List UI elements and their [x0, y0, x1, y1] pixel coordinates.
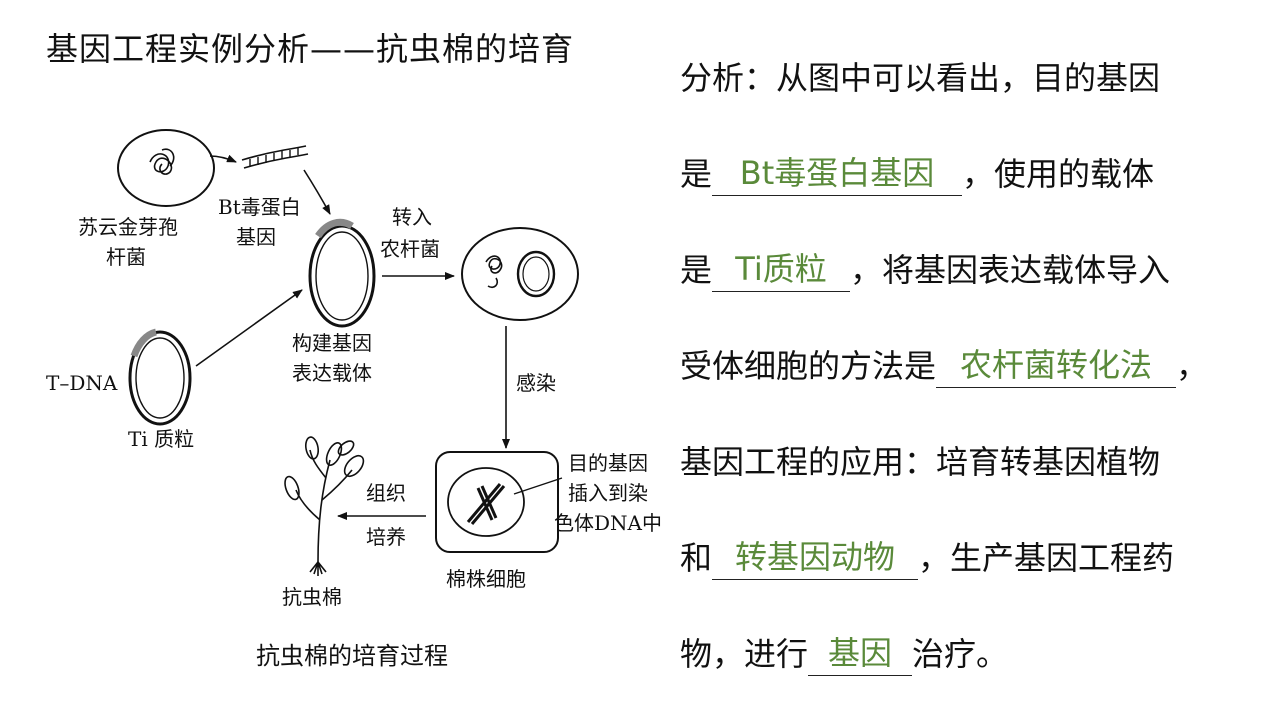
analysis-line-6-post: ，生产基因工程药 [918, 539, 1175, 577]
label-infection: 感染 [516, 371, 556, 395]
analysis-line-7-pre: 物，进行 [680, 635, 809, 673]
label-t-dna: T–DNA [46, 371, 118, 395]
label-bt-gene-2: 基因 [236, 225, 276, 249]
arrow-gene-to-vector [303, 169, 331, 215]
analysis-line-4-pre: 受体细胞的方法是 [680, 347, 937, 385]
analysis-line-2-pre: 是 [680, 155, 713, 193]
label-ti-plasmid: Ti 质粒 [128, 427, 194, 451]
bt-gene-fragment [241, 145, 309, 169]
analysis-line-7: 物，进行基因治疗。 [680, 632, 1008, 676]
analysis-line-2-post: ，使用的载体 [962, 155, 1155, 193]
label-bt-gene-1: Bt毒蛋白 [218, 195, 301, 219]
answer-5: 基因 [828, 634, 893, 672]
analysis-line-5: 基因工程的应用：培育转基因植物 [680, 440, 1160, 484]
answer-2: Ti质粒 [735, 250, 827, 288]
answer-1: Bt毒蛋白基因 [739, 154, 935, 192]
analysis-line-3-post: ，将基因表达载体导入 [850, 251, 1171, 289]
analysis-line-4: 受体细胞的方法是农杆菌转化法 ， [680, 344, 1208, 388]
plant-cell [435, 451, 559, 553]
label-target-gene-1: 目的基因 [568, 451, 648, 475]
answer-4: 转基因动物 [735, 538, 896, 576]
blank-answer-3: 农杆菌转化法 [936, 346, 1177, 388]
analysis-line-1: 分析：从图中可以看出，目的基因 [680, 56, 1160, 100]
cotton-breeding-diagram: 苏云金芽孢 杆菌 Bt毒蛋白 基因 构建基因 表达载体 T–DNA Ti 质粒 … [46, 129, 662, 609]
slide-title: 基因工程实例分析——抗虫棉的培育 [46, 30, 575, 68]
label-vector-1: 构建基因 [292, 331, 372, 355]
label-target-gene-2: 插入到染 [568, 481, 648, 505]
label-transfer: 转入 [392, 205, 432, 229]
arrow-to-bt-gene [209, 154, 237, 163]
diagram-caption: 抗虫棉的培育过程 [256, 642, 448, 670]
analysis-line-6: 和转基因动物 ，生产基因工程药 [680, 536, 1174, 580]
ti-plasmid [128, 328, 192, 426]
label-tissue: 组织 [366, 481, 406, 505]
agrobacterium-cell [461, 227, 579, 321]
label-bacillus-2: 杆菌 [106, 245, 146, 269]
blank-answer-4: 转基因动物 [712, 538, 919, 580]
analysis-line-7-post: 治疗。 [912, 635, 1009, 673]
label-target-gene-3: 色体DNA中 [554, 511, 662, 535]
label-plant-cell: 棉株细胞 [446, 567, 526, 591]
analysis-line-5-text: 基因工程的应用：培育转基因植物 [680, 443, 1161, 481]
analysis-line-4-post: ， [1176, 347, 1209, 385]
label-vector-2: 表达载体 [292, 361, 372, 385]
analysis-line-6-pre: 和 [680, 539, 713, 577]
expression-vector [308, 218, 376, 328]
blank-answer-1: Bt毒蛋白基因 [712, 154, 963, 196]
blank-answer-5: 基因 [808, 634, 913, 676]
label-culture: 培养 [366, 525, 406, 549]
analysis-line-3: 是 Ti质粒 ，将基因表达载体导入 [680, 248, 1170, 292]
bacillus-cell [117, 129, 215, 207]
label-agrobacterium: 农杆菌 [380, 237, 440, 261]
label-bacillus-1: 苏云金芽孢 [78, 215, 178, 239]
answer-3: 农杆菌转化法 [960, 346, 1153, 384]
label-cotton: 抗虫棉 [282, 585, 342, 609]
cotton-plant [284, 436, 365, 576]
arrow-plasmid-to-vector [195, 289, 303, 367]
analysis-line-2: 是 Bt毒蛋白基因 ，使用的载体 [680, 152, 1154, 196]
analysis-line-3-pre: 是 [680, 251, 713, 289]
blank-answer-2: Ti质粒 [712, 250, 851, 292]
pointer-target-gene [513, 477, 563, 495]
analysis-line-1-text: 分析：从图中可以看出，目的基因 [680, 59, 1161, 97]
